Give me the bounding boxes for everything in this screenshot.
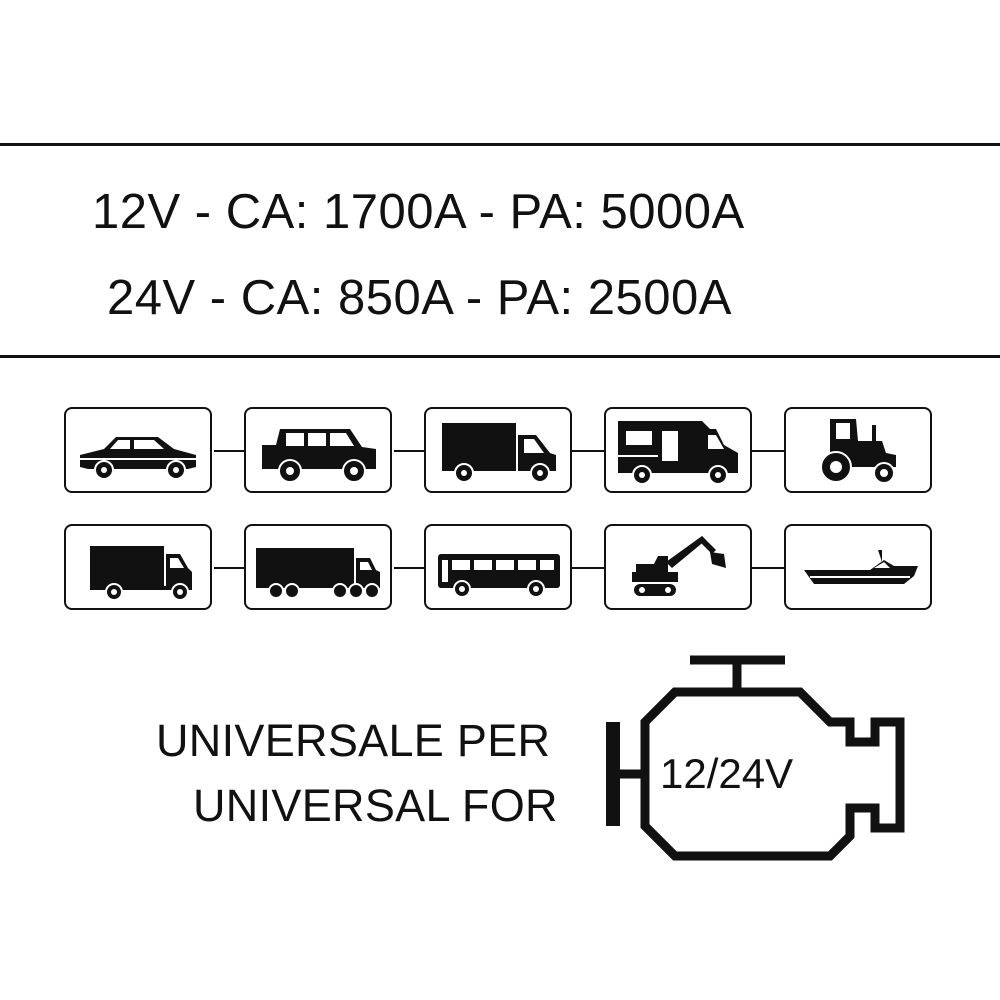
boat-icon	[804, 550, 918, 584]
vehicle-box-bus	[424, 524, 572, 610]
semi-truck-icon	[256, 548, 380, 599]
suv-icon	[262, 429, 376, 483]
engine-icon	[606, 655, 905, 861]
vehicle-box-suv	[244, 407, 392, 493]
row1-connector-4	[752, 450, 784, 452]
vehicle-box-car	[64, 407, 212, 493]
top-divider	[0, 143, 1000, 146]
excavator-icon	[632, 536, 726, 596]
engine-voltage-label: 12/24V	[660, 750, 794, 797]
row2-connector-2	[394, 567, 424, 569]
row1-connector-1	[214, 450, 244, 452]
truck-icon	[90, 546, 192, 601]
universal-label-it: UNIVERSALE PER	[156, 715, 551, 766]
vehicle-box-semi-truck	[244, 524, 392, 610]
bus-icon	[438, 554, 560, 598]
vehicle-box-excavator	[604, 524, 752, 610]
van-icon	[442, 423, 556, 483]
vehicle-box-tractor	[784, 407, 932, 493]
vehicle-box-boat	[784, 524, 932, 610]
row1-connector-3	[572, 450, 604, 452]
row2-connector-4	[752, 567, 784, 569]
universal-label-en: UNIVERSAL FOR	[193, 780, 558, 831]
vehicle-box-camper	[604, 407, 752, 493]
tractor-icon	[820, 419, 896, 484]
car-icon	[80, 437, 196, 480]
spec-line-24v: 24V - CA: 850A - PA: 2500A	[107, 271, 732, 325]
vehicle-box-truck	[64, 524, 212, 610]
row1-connector-2	[394, 450, 424, 452]
row2-connector-3	[572, 567, 604, 569]
bottom-divider	[0, 355, 1000, 358]
vehicle-box-van	[424, 407, 572, 493]
engine-left-plate	[606, 722, 620, 826]
camper-icon	[618, 421, 738, 485]
spec-line-12v: 12V - CA: 1700A - PA: 5000A	[92, 185, 745, 239]
row2-connector-1	[214, 567, 244, 569]
